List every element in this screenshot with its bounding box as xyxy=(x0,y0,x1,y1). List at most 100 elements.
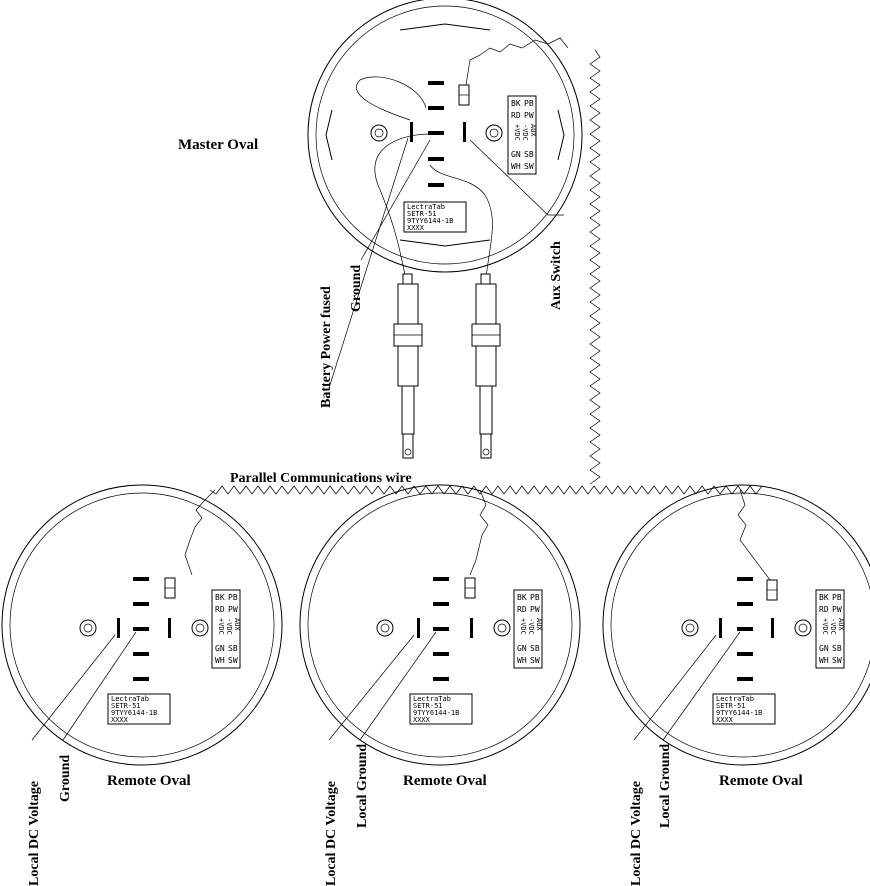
terminal-row-3: GN xyxy=(511,150,521,159)
svg-text:GN: GN xyxy=(819,644,829,653)
svg-text:WH: WH xyxy=(215,656,225,665)
wire-label: Parallel Communications wire xyxy=(230,471,412,486)
leader-aux xyxy=(469,139,564,216)
terminal-bar xyxy=(428,131,444,135)
mount-hole-left xyxy=(370,124,388,142)
svg-text:SETR-51: SETR-51 xyxy=(407,210,437,218)
svg-text:+VDC: +VDC xyxy=(519,618,527,635)
remote-oval-3: BK PB RD PW +VDC -VDC AUX GN SB WH SW Le… xyxy=(602,484,870,886)
product-label xyxy=(409,693,473,725)
svg-text:SW: SW xyxy=(524,162,534,171)
svg-text:-VDC: -VDC xyxy=(527,618,535,635)
svg-text:XXXX: XXXX xyxy=(111,716,129,724)
svg-text:LectraTab: LectraTab xyxy=(716,695,754,703)
product-label xyxy=(403,201,467,233)
master-outer-ring xyxy=(307,0,583,273)
remote-2-voltage-callout: Local DC Voltage xyxy=(324,781,339,886)
leader-ground xyxy=(360,139,431,261)
svg-text:AUX: AUX xyxy=(837,618,845,631)
svg-text:PB: PB xyxy=(530,593,540,602)
leader-ground xyxy=(662,631,741,741)
svg-text:WH: WH xyxy=(517,656,527,665)
leader-voltage xyxy=(328,634,415,741)
master-inner-ring xyxy=(315,5,575,265)
mount-hole-right xyxy=(485,124,503,142)
svg-text:XXXX: XXXX xyxy=(716,716,734,724)
svg-text:SW: SW xyxy=(228,656,238,665)
svg-text:WH: WH xyxy=(819,656,829,665)
product-label xyxy=(107,693,171,725)
terminal-legend xyxy=(815,589,845,669)
actuator-right xyxy=(471,273,501,459)
svg-text:SB: SB xyxy=(228,644,238,653)
leader-voltage xyxy=(633,634,717,741)
svg-text:SB: SB xyxy=(524,150,534,159)
svg-text:AUX: AUX xyxy=(535,618,543,631)
mount-hole-right xyxy=(794,619,812,637)
svg-text:SETR-51: SETR-51 xyxy=(111,702,141,710)
svg-text:AUX: AUX xyxy=(233,618,241,631)
remote-oval-2: BK PB RD PW +VDC -VDC AUX GN SB WH SW Le… xyxy=(299,484,581,886)
svg-text:BK: BK xyxy=(819,593,829,602)
terminal-bar xyxy=(428,106,444,110)
leader-voltage xyxy=(31,634,116,741)
actuator-wire-left xyxy=(356,76,427,121)
terminal-legend xyxy=(507,95,537,175)
terminal-post-right xyxy=(463,122,466,142)
leader-battery xyxy=(328,137,409,389)
svg-text:BK: BK xyxy=(517,593,527,602)
remote-1-title: Remote Oval xyxy=(107,773,191,789)
mount-hole-right xyxy=(493,619,511,637)
svg-text:PW: PW xyxy=(832,605,842,614)
terminal-bar xyxy=(428,157,444,161)
remote-1-ground-callout: Ground xyxy=(58,755,73,802)
terminal-row-2: RD xyxy=(511,111,521,120)
mount-hole-left xyxy=(681,619,699,637)
comm-wire-horizontal xyxy=(209,485,763,495)
product-label xyxy=(712,693,776,725)
remote-oval-1: BK PB RD PW +VDC -VDC AUX GN SB WH SW Le… xyxy=(1,484,283,886)
svg-text:PB: PB xyxy=(228,593,238,602)
svg-text:-VDC: -VDC xyxy=(521,124,529,141)
svg-text:PW: PW xyxy=(530,605,540,614)
svg-text:AUX: AUX xyxy=(529,124,537,137)
svg-text:PB: PB xyxy=(524,99,534,108)
parallel-communications-wire xyxy=(184,49,771,581)
master-title: Master Oval xyxy=(178,137,258,153)
svg-text:+VDC: +VDC xyxy=(513,124,521,141)
actuator-left xyxy=(393,273,423,459)
svg-text:PW: PW xyxy=(524,111,534,120)
svg-text:GN: GN xyxy=(215,644,225,653)
terminal-legend xyxy=(513,589,543,669)
svg-text:9TYY6144-1B: 9TYY6144-1B xyxy=(111,709,157,717)
aux-callout: Aux Switch xyxy=(549,241,564,310)
remote-1-pigtail xyxy=(184,489,216,576)
mount-hole-right xyxy=(191,619,209,637)
svg-text:LectraTab: LectraTab xyxy=(111,695,149,703)
master-comm-pigtail xyxy=(465,37,569,86)
svg-text:SW: SW xyxy=(832,656,842,665)
leader-ground xyxy=(359,631,437,741)
terminal-bar xyxy=(428,183,444,187)
svg-text:LectraTab: LectraTab xyxy=(407,203,445,211)
mount-hole-left xyxy=(79,619,97,637)
svg-text:BK: BK xyxy=(215,593,225,602)
master-inner-contour xyxy=(325,23,565,247)
svg-text:PB: PB xyxy=(832,593,842,602)
leader-ground xyxy=(62,631,137,741)
svg-text:RD: RD xyxy=(819,605,829,614)
remote-3-pigtail xyxy=(737,489,771,581)
svg-text:RD: RD xyxy=(215,605,225,614)
comm-wire-vertical xyxy=(589,49,601,485)
remote-3-ground-callout: Local Ground xyxy=(658,744,673,828)
battery-callout: Battery Power fused xyxy=(319,286,334,408)
svg-text:PW: PW xyxy=(228,605,238,614)
svg-text:SW: SW xyxy=(530,656,540,665)
remote-2-ground-callout: Local Ground xyxy=(355,744,370,828)
actuator-wire-right xyxy=(429,164,493,281)
svg-text:GN: GN xyxy=(517,644,527,653)
svg-text:SETR-51: SETR-51 xyxy=(413,702,443,710)
svg-text:RD: RD xyxy=(517,605,527,614)
remote-2-pigtail xyxy=(469,489,489,576)
